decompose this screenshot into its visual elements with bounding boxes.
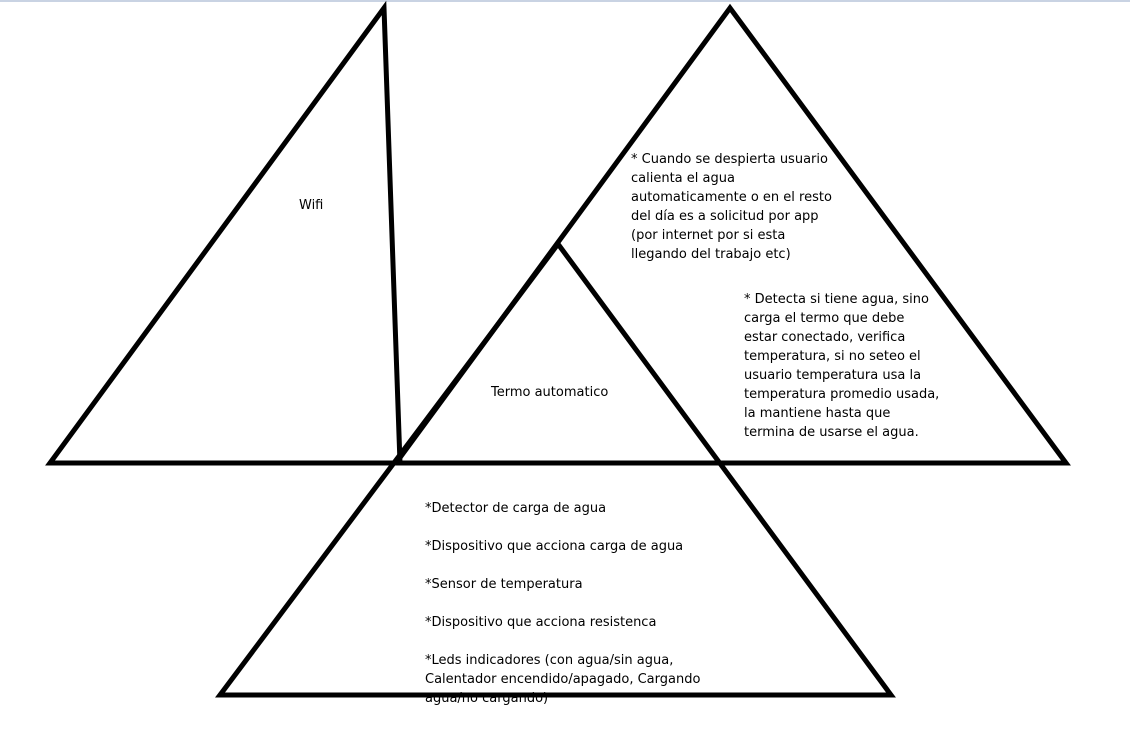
list-item: *Dispositivo que acciona carga de agua (425, 539, 684, 554)
wifi-label: Wifi (299, 198, 324, 213)
list-item: *Detector de carga de agua (425, 501, 607, 516)
window-top-border (0, 0, 1130, 2)
bottom-triangle (215, 239, 896, 698)
center-title-label: Termo automatico (491, 385, 609, 400)
list-item: *Dispositivo que acciona resistenca (425, 615, 657, 630)
list-item: *Leds indicadores (con agua/sin agua, Ca… (425, 653, 701, 706)
right-triangle-note-2: * Detecta si tiene agua, sino carga el t… (744, 292, 940, 440)
right-triangle-note-1: * Cuando se despierta usuario calienta e… (631, 152, 832, 262)
left-triangle (45, 0, 403, 466)
list-item: *Sensor de temperatura (425, 577, 583, 592)
bottom-triangle-list: *Detector de carga de agua *Dispositivo … (425, 480, 725, 727)
